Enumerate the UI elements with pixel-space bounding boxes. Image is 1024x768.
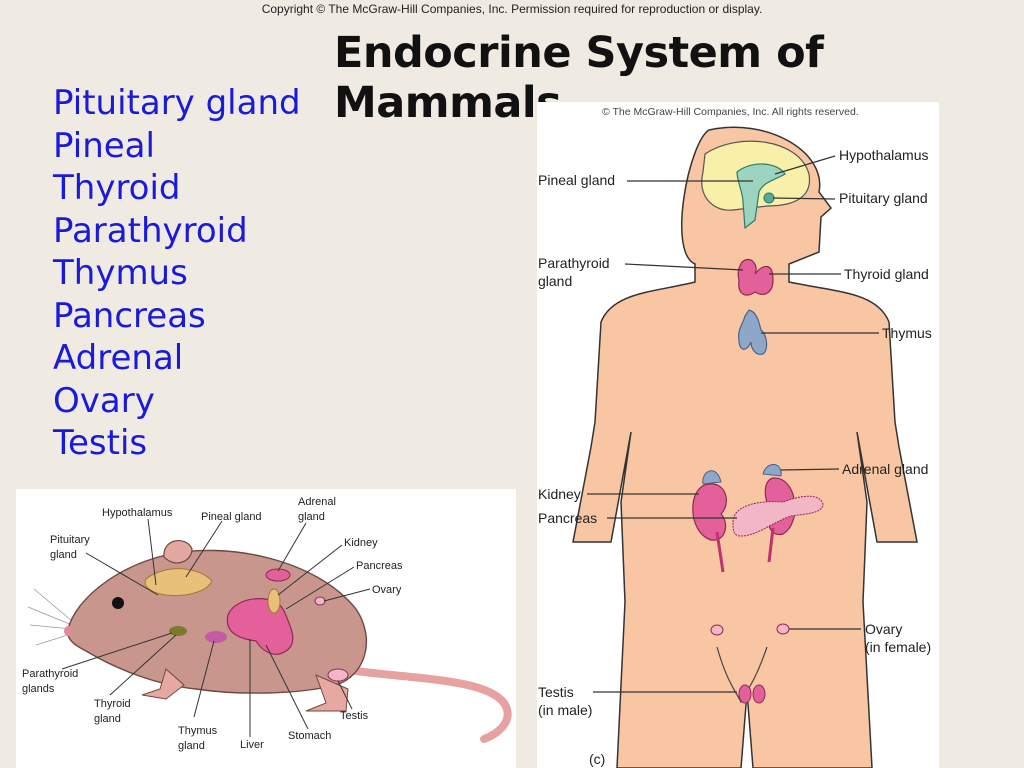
rat-label-kidney: Kidney xyxy=(344,537,378,549)
rat-label-thyroid-gland: gland xyxy=(94,713,121,725)
gland-list-item: Pineal xyxy=(53,125,155,166)
human-illustration: © The McGraw-Hill Companies, Inc. All ri… xyxy=(538,106,932,768)
rat-hind-leg xyxy=(305,674,349,712)
label-thymus: Thymus xyxy=(882,325,932,341)
rat-leader-stomach xyxy=(265,644,309,730)
rat-thyroid-shape xyxy=(169,626,187,636)
rat-leader-hypothalamus xyxy=(147,518,157,586)
rat-adrenal-shape xyxy=(265,568,291,582)
leader-parathyroid xyxy=(624,263,744,271)
leader-hypothalamus xyxy=(774,155,836,175)
rat-leader-ovary xyxy=(323,588,371,602)
rat-leader-thyroid xyxy=(109,634,177,696)
label-kidney: Kidney xyxy=(538,486,581,502)
rat-kidney-shape xyxy=(267,588,281,614)
rat-label-adrenal-gland: gland xyxy=(298,511,325,523)
human-body xyxy=(572,126,918,768)
human-diagram: © The McGraw-Hill Companies, Inc. All ri… xyxy=(537,102,939,768)
rat-body xyxy=(67,549,368,694)
human-ovary-right xyxy=(776,623,790,635)
leader-adrenal xyxy=(780,468,840,471)
label-testis: Testis xyxy=(538,684,574,700)
rat-label-pituitary: Pituitary xyxy=(50,534,90,546)
human-adrenal-right xyxy=(762,464,782,477)
rat-leader-pituitary xyxy=(85,552,159,596)
rat-label-pituitary-gland: gland xyxy=(50,549,77,561)
human-kidney-left xyxy=(692,483,727,541)
human-testis-left xyxy=(738,684,752,704)
gland-list: Pituitary gland Pineal Thyroid Parathyro… xyxy=(53,82,301,465)
rat-label-thymus: Thymus xyxy=(178,725,218,737)
label-thyroid-gland: Thyroid gland xyxy=(844,266,929,282)
human-ovary-left xyxy=(710,624,724,636)
rat-ovary-shape xyxy=(314,596,326,606)
gland-list-item: Adrenal xyxy=(53,338,184,378)
rat-label-ovary: Ovary xyxy=(372,584,402,596)
rat-leader-adrenal xyxy=(277,522,307,572)
human-pancreas-shape xyxy=(732,495,824,537)
rat-label-pancreas: Pancreas xyxy=(356,560,403,572)
rat-label-liver: Liver xyxy=(240,739,264,751)
panel-label: (c) xyxy=(589,751,605,767)
label-ovary-female: (in female) xyxy=(865,639,931,655)
rat-front-leg xyxy=(141,668,185,700)
rat-label-thymus-gland: gland xyxy=(178,740,205,752)
rat-eye xyxy=(112,597,124,609)
rat-leader-pineal xyxy=(185,520,223,578)
rat-whiskers xyxy=(27,588,75,646)
rat-thymus-shape xyxy=(205,631,227,643)
rat-brain-shape xyxy=(144,568,213,596)
human-thymus-shape xyxy=(738,309,768,355)
gland-list-item: Pancreas xyxy=(53,295,206,336)
rat-ear xyxy=(163,540,193,564)
gland-list-item: Pituitary gland xyxy=(53,83,301,123)
human-hypothalamus-shape xyxy=(736,163,786,230)
rat-leader-kidney xyxy=(277,544,343,596)
rat-label-testis: Testis xyxy=(340,710,369,722)
rat-leader-thymus xyxy=(193,640,215,718)
leader-pituitary xyxy=(772,197,836,200)
slide-title: Endocrine System of Mammals xyxy=(334,28,824,128)
gland-list-item: Ovary xyxy=(53,380,155,421)
label-pineal-gland: Pineal gland xyxy=(538,172,615,188)
gland-list-item: Testis xyxy=(53,423,148,463)
rat-label-parathyroid: Parathyroid xyxy=(22,668,78,680)
rat-diagram: Hypothalamus Pineal gland Adrenal gland … xyxy=(16,489,516,768)
human-testis-right xyxy=(752,684,766,704)
slide-copyright: Copyright © The McGraw-Hill Companies, I… xyxy=(261,2,763,16)
label-parathyroid: Parathyroid xyxy=(538,255,610,271)
rat-nose xyxy=(64,626,72,636)
label-hypothalamus: Hypothalamus xyxy=(839,147,929,163)
rat-testis-shape xyxy=(327,668,349,682)
rat-label-hypothalamus: Hypothalamus xyxy=(102,507,173,519)
label-adrenal-gland: Adrenal gland xyxy=(842,461,928,477)
rat-label-parathyroid-glands: glands xyxy=(22,683,55,695)
rat-leader-pancreas xyxy=(285,566,355,610)
rat-illustration: Hypothalamus Pineal gland Adrenal gland … xyxy=(22,496,512,752)
gland-list-item: Thymus xyxy=(53,253,188,293)
human-ureter-left xyxy=(715,531,725,573)
rat-leader-parathyroid xyxy=(61,632,173,670)
rat-label-stomach: Stomach xyxy=(288,730,331,742)
rat-leader-testis xyxy=(337,680,353,710)
label-pituitary-gland: Pituitary gland xyxy=(839,190,928,206)
label-pancreas: Pancreas xyxy=(538,510,597,526)
rat-label-adrenal: Adrenal xyxy=(298,496,336,508)
rat-tail xyxy=(352,667,512,743)
human-pituitary-shape xyxy=(763,192,775,204)
rat-leader-lines xyxy=(61,518,371,737)
human-groin-line xyxy=(716,646,768,704)
gland-list-item: Thyroid xyxy=(53,168,181,208)
human-adrenal-left xyxy=(702,470,722,485)
rat-label-pineal-gland: Pineal gland xyxy=(201,511,262,523)
human-leader-lines xyxy=(587,155,879,693)
rat-label-thyroid: Thyroid xyxy=(94,698,131,710)
human-ureter-right xyxy=(767,527,775,563)
label-ovary: Ovary xyxy=(865,621,902,637)
label-testis-male: (in male) xyxy=(538,702,592,718)
human-copyright: © The McGraw-Hill Companies, Inc. All ri… xyxy=(602,106,859,118)
human-thyroid-shape xyxy=(737,258,774,296)
label-parathyroid-gland: gland xyxy=(538,273,572,289)
gland-list-item: Parathyroid xyxy=(53,210,248,251)
